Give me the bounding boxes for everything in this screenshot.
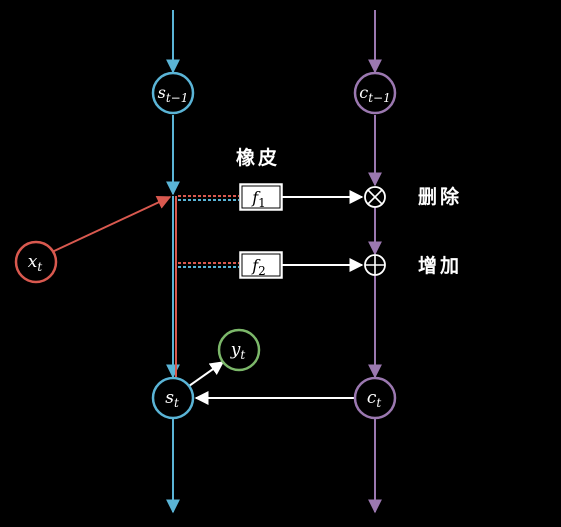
- svg-text:f1: f1: [251, 188, 266, 210]
- node-c-t-sub: t: [376, 396, 381, 410]
- node-s-t: st: [151, 376, 195, 420]
- label-add: 增加: [418, 254, 462, 277]
- add-operator-icon: [364, 254, 386, 276]
- svg-text:f2: f2: [251, 256, 266, 278]
- node-c-t-base: c: [367, 388, 377, 408]
- node-s-prev-base: s: [158, 83, 166, 102]
- gate-f1-sub: 1: [258, 196, 266, 210]
- node-x-t: xt: [14, 240, 58, 284]
- gate-f2: f2: [239, 251, 283, 279]
- node-s-t-base: s: [165, 388, 174, 408]
- node-y-t-sub: t: [240, 348, 245, 362]
- node-x-t-base: x: [28, 252, 38, 272]
- node-s-prev: st−1: [151, 71, 195, 115]
- svg-text:st−1: st−1: [158, 83, 189, 105]
- gate-f2-base: f: [251, 256, 261, 275]
- label-eraser: 橡皮: [236, 146, 280, 169]
- node-c-prev-sub: t−1: [368, 91, 391, 105]
- label-delete: 删除: [418, 185, 462, 208]
- multiply-operator-icon: [364, 186, 386, 208]
- node-c-prev-base: c: [359, 83, 368, 102]
- svg-text:st: st: [165, 388, 179, 410]
- svg-text:ct−1: ct−1: [359, 83, 390, 105]
- svg-text:yt: yt: [230, 340, 246, 362]
- x-to-s-arrow: [51, 195, 172, 253]
- gate-f1-base: f: [251, 188, 261, 207]
- svg-text:xt: xt: [28, 252, 43, 274]
- node-c-t: ct: [353, 376, 397, 420]
- node-y-t-base: y: [230, 340, 241, 360]
- gate-f1: f1: [239, 183, 283, 211]
- node-s-t-sub: t: [174, 396, 179, 410]
- gate-f2-sub: 2: [258, 264, 266, 278]
- node-y-t: yt: [217, 328, 261, 372]
- node-c-prev: ct−1: [353, 71, 397, 115]
- svg-text:ct: ct: [367, 388, 382, 410]
- node-s-prev-sub: t−1: [166, 91, 189, 105]
- node-x-t-sub: t: [37, 260, 42, 274]
- s-to-y-arrow: [188, 361, 225, 387]
